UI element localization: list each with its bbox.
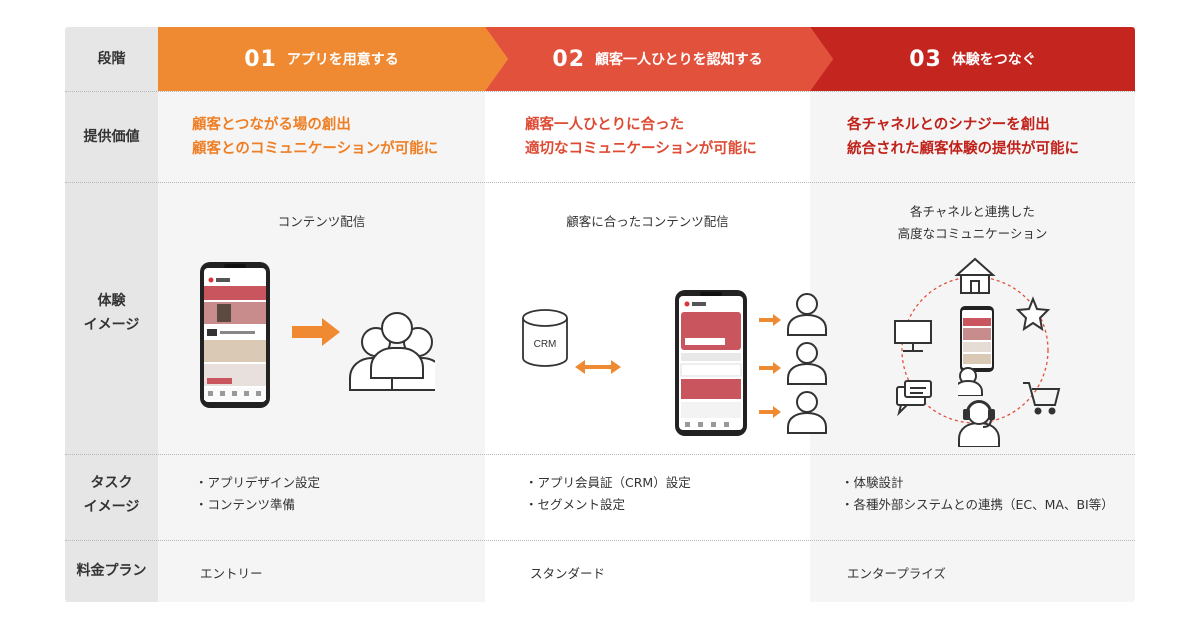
row-label-experience-1: 体験 (97, 293, 126, 309)
banner-arrow-shape (810, 27, 1135, 91)
stage-2-title: 顧客一人ひとりを認知する (595, 52, 763, 68)
stage-2-arrow-tip (810, 27, 833, 91)
task-item: ・アプリ会員証（CRM）設定 (525, 475, 691, 490)
experience-line: 顧客に合ったコンテンツ配信 (566, 214, 729, 229)
double-arrow-icon (575, 360, 621, 374)
stage-1-illustration (200, 262, 435, 408)
stage-3-illustration (894, 257, 1061, 447)
row-divider (65, 540, 1135, 541)
cart-icon (1023, 382, 1061, 415)
task-item: ・コンテンツ準備 (195, 497, 296, 512)
stage-2-illustration: CRM (522, 290, 781, 436)
experience-line: 各チャネルと連携した (910, 204, 1035, 219)
row-label-plan: 料金プラン (76, 563, 147, 579)
value-line: 各チャネルとのシナジーを創出 (847, 117, 1050, 133)
stage-3-experience-title: 各チャネルと連携した 高度なコミュニケーション (810, 201, 1135, 245)
value-line: 適切なコミュニケーションが可能に (525, 141, 757, 157)
arrow-right-icon (292, 318, 340, 346)
stage-2-people (787, 293, 827, 434)
row-label-experience-2: イメージ (83, 317, 140, 333)
person-icon (787, 391, 827, 434)
row-label-value: 提供価値 (83, 129, 140, 145)
row-divider (65, 182, 1135, 183)
experience-line: 高度なコミュニケーション (897, 226, 1048, 241)
operator-icon (958, 400, 1000, 447)
stage-1-title: アプリを用意する (286, 52, 399, 68)
house-icon (954, 257, 996, 294)
task-item: ・各種外部システムとの連携（EC、MA、BI等） (841, 497, 1114, 512)
stage-3-number: 03 (909, 46, 942, 72)
chat-icon (896, 380, 932, 417)
stage-1-experience-title: コンテンツ配信 (158, 211, 485, 233)
stage-1-banner: 01 アプリを用意する (158, 27, 508, 91)
row-divider (65, 454, 1135, 455)
person-icon (787, 293, 827, 336)
experience-line: コンテンツ配信 (277, 214, 366, 229)
star-icon (1015, 296, 1051, 332)
stage-3-center-phone (958, 306, 994, 396)
stage-1-value: 顧客とつながる場の創出 顧客とのコミュニケーションが可能に (192, 113, 438, 161)
person-icon (787, 342, 827, 385)
row-label-task-2: イメージ (83, 499, 140, 515)
arrows-to-people (759, 314, 781, 418)
crm-label: CRM (534, 339, 557, 350)
row-divider (65, 91, 1135, 92)
row-label-task-1: タスク (90, 475, 133, 491)
banner-arrow-shape (158, 27, 508, 91)
task-item: ・アプリデザイン設定 (195, 475, 321, 490)
row-label-stage: 段階 (97, 51, 126, 67)
person-icon (958, 367, 983, 396)
smartphone-icon (200, 262, 270, 408)
stage-1-plan: エントリー (200, 566, 263, 581)
stage-2-value: 顧客一人ひとりに合った 適切なコミュニケーションが可能に (525, 113, 757, 161)
stage-1-arrow-tip (485, 27, 508, 91)
stage-2-banner: 02 顧客一人ひとりを認知する (485, 27, 833, 91)
row-label-column (65, 27, 158, 602)
plan-comparison-table: 段階 提供価値 体験 イメージ タスク イメージ 料金プラン 01 アプリを用意… (65, 27, 1135, 602)
people-group-icon (349, 312, 435, 391)
banner-arrow-shape (485, 27, 833, 91)
stage-2-plan: スタンダード (530, 566, 606, 581)
stage-2-tasks: ・アプリ会員証（CRM）設定 ・セグメント設定 (525, 472, 691, 516)
stage-1-number: 01 (244, 46, 277, 72)
monitor-icon (894, 320, 932, 352)
value-line: 顧客とのコミュニケーションが可能に (192, 141, 439, 157)
stage-2-experience-title: 顧客に合ったコンテンツ配信 (485, 211, 810, 233)
smartphone-icon (960, 306, 994, 372)
stage-3-banner: 03 体験をつなぐ (810, 27, 1135, 91)
stage-1-tasks: ・アプリデザイン設定 ・コンテンツ準備 (195, 472, 320, 516)
value-line: 顧客とつながる場の創出 (192, 117, 351, 133)
stage-2-number: 02 (552, 46, 586, 72)
task-item: ・体験設計 (841, 475, 904, 490)
smartphone-icon (675, 290, 747, 436)
stage-3-title: 体験をつなぐ (951, 52, 1036, 68)
stage-3-tasks: ・体験設計 ・各種外部システムとの連携（EC、MA、BI等） (841, 472, 1114, 516)
stage-3-plan: エンタープライズ (847, 566, 946, 581)
task-item: ・セグメント設定 (525, 497, 626, 512)
database-icon: CRM (522, 309, 568, 367)
value-line: 顧客一人ひとりに合った (525, 117, 685, 133)
value-line: 統合された顧客体験の提供が可能に (847, 141, 1079, 157)
stage-3-value: 各チャネルとのシナジーを創出 統合された顧客体験の提供が可能に (847, 113, 1079, 161)
